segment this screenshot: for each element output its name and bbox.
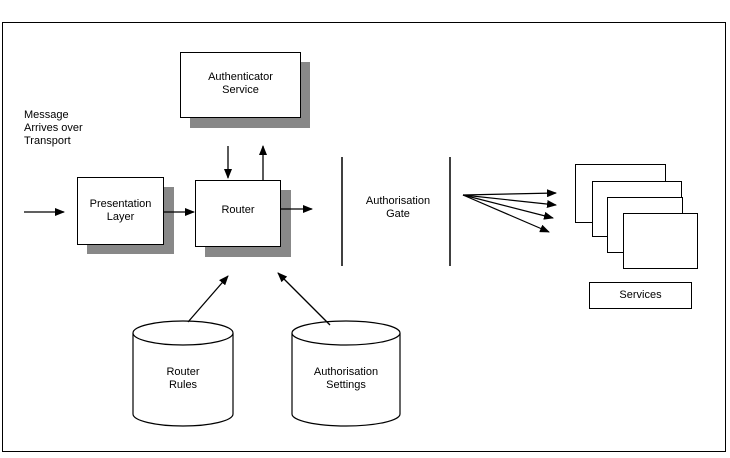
router-rules-line-1: Router xyxy=(166,366,200,378)
message-line-3: Transport xyxy=(24,135,71,147)
authorisation-gate-label: Authorisation Gate xyxy=(350,195,446,221)
router-rules-cylinder xyxy=(132,320,234,427)
services-label: Services xyxy=(619,289,662,301)
authenticator-line-1: Authenticator xyxy=(208,71,273,83)
service-box-4 xyxy=(623,213,698,269)
auth-settings-line-2: Settings xyxy=(326,379,366,391)
authenticator-service-box: Authenticator Service xyxy=(180,52,301,118)
fanout-arrow-4 xyxy=(462,194,550,233)
router-box: Router xyxy=(195,180,281,247)
rules-to-router-arrow xyxy=(187,275,229,323)
message-line-2: Arrives over xyxy=(24,122,83,134)
router-label: Router xyxy=(221,204,255,216)
presentation-layer-box: Presentation Layer xyxy=(77,177,164,245)
presentation-line-1: Presentation xyxy=(89,198,152,210)
auth-settings-line-1: Authorisation xyxy=(313,366,379,378)
diagram-frame xyxy=(2,22,726,452)
fanout-arrow-3 xyxy=(462,194,554,220)
fanout-arrow-2 xyxy=(462,194,557,209)
authorisation-settings-label: Authorisation Settings xyxy=(292,366,400,392)
settings-to-router-arrow xyxy=(277,272,331,326)
presentation-line-2: Layer xyxy=(106,211,135,223)
message-line-1: Message xyxy=(24,109,69,121)
authorisation-settings-cylinder xyxy=(291,320,401,427)
message-arrives-label: Message Arrives over Transport xyxy=(24,109,83,148)
gate-line-2: Gate xyxy=(386,208,410,220)
authenticator-line-2: Service xyxy=(222,84,259,96)
router-rules-line-2: Rules xyxy=(168,379,198,391)
services-label-box: Services xyxy=(589,282,692,309)
router-rules-label: Router Rules xyxy=(133,366,233,392)
gate-line-1: Authorisation xyxy=(365,195,431,207)
fanout-arrow-1 xyxy=(462,189,557,198)
